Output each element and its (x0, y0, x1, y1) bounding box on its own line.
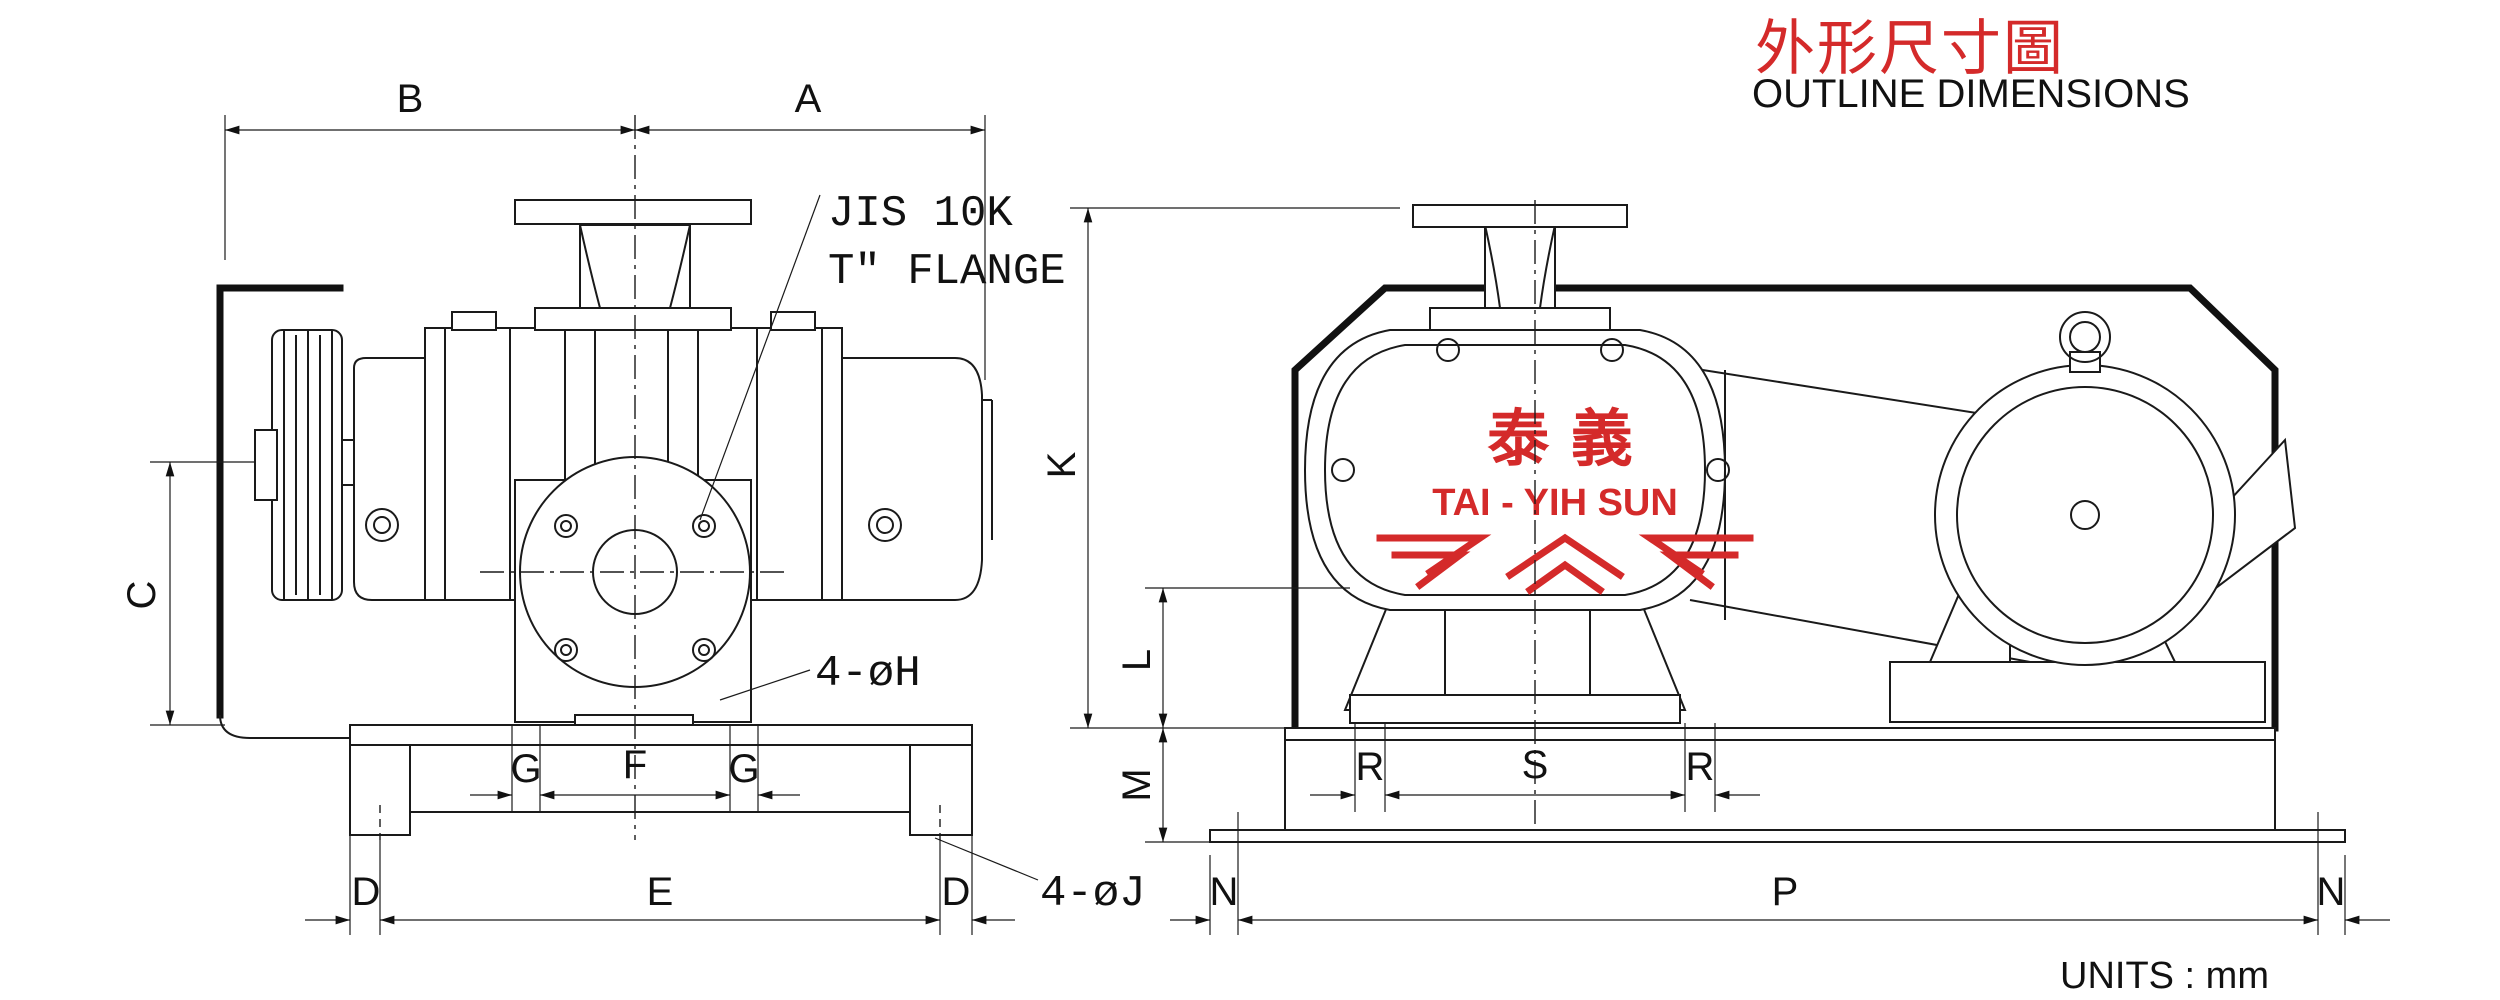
dim-f-label: F (623, 743, 647, 787)
dim-d-right-label: D (942, 870, 971, 914)
dim-m-label: M (1115, 768, 1159, 801)
dim-c-label: C (120, 581, 164, 610)
flange-note-line1: JIS 10K (828, 189, 1013, 239)
dim-r-left-label: R (1356, 745, 1385, 789)
dim-r-right-label: R (1686, 745, 1715, 789)
front-view: B A C G F G D E D JIS 10K T″ FLANGE (120, 77, 1146, 935)
dim-a-label: A (795, 77, 822, 121)
brand-logo: 泰 義 TAI - YIH SUN (1376, 402, 1754, 595)
units-label: UNITS : mm (2060, 955, 2269, 997)
dim-e-label: E (647, 870, 674, 914)
blower (1303, 204, 1730, 724)
bolt-holes-label: 4-øH (815, 649, 921, 699)
brand-name-cn: 泰 義 (1487, 402, 1633, 475)
flange-note-line2: T″ FLANGE (828, 247, 1066, 297)
dim-l-label: L (1115, 649, 1159, 671)
dim-g-left-label: G (510, 747, 541, 791)
dim-b-label: B (397, 77, 424, 121)
dim-n-left-label: N (1210, 870, 1239, 914)
dim-g-right-label: G (728, 747, 759, 791)
motor (1889, 311, 2297, 723)
pulley (254, 329, 355, 601)
title-english: OUTLINE DIMENSIONS (1752, 72, 2190, 116)
dim-k-label: K (1040, 451, 1084, 478)
dim-p-label: P (1772, 870, 1799, 914)
anchor-holes-label: 4-øJ (1040, 869, 1146, 919)
dim-s-label: S (1522, 743, 1549, 787)
title-chinese: 外形尺寸圖 (1755, 14, 2065, 84)
dim-d-left-label: D (352, 870, 381, 914)
guard-outline (1291, 284, 2279, 732)
brand-name-en: TAI - YIH SUN (1432, 482, 1678, 524)
belt-guard-outline (216, 284, 344, 719)
dim-n-right-label: N (2317, 870, 2346, 914)
side-view: 泰 義 TAI - YIH SUN K L M (1040, 200, 2390, 935)
